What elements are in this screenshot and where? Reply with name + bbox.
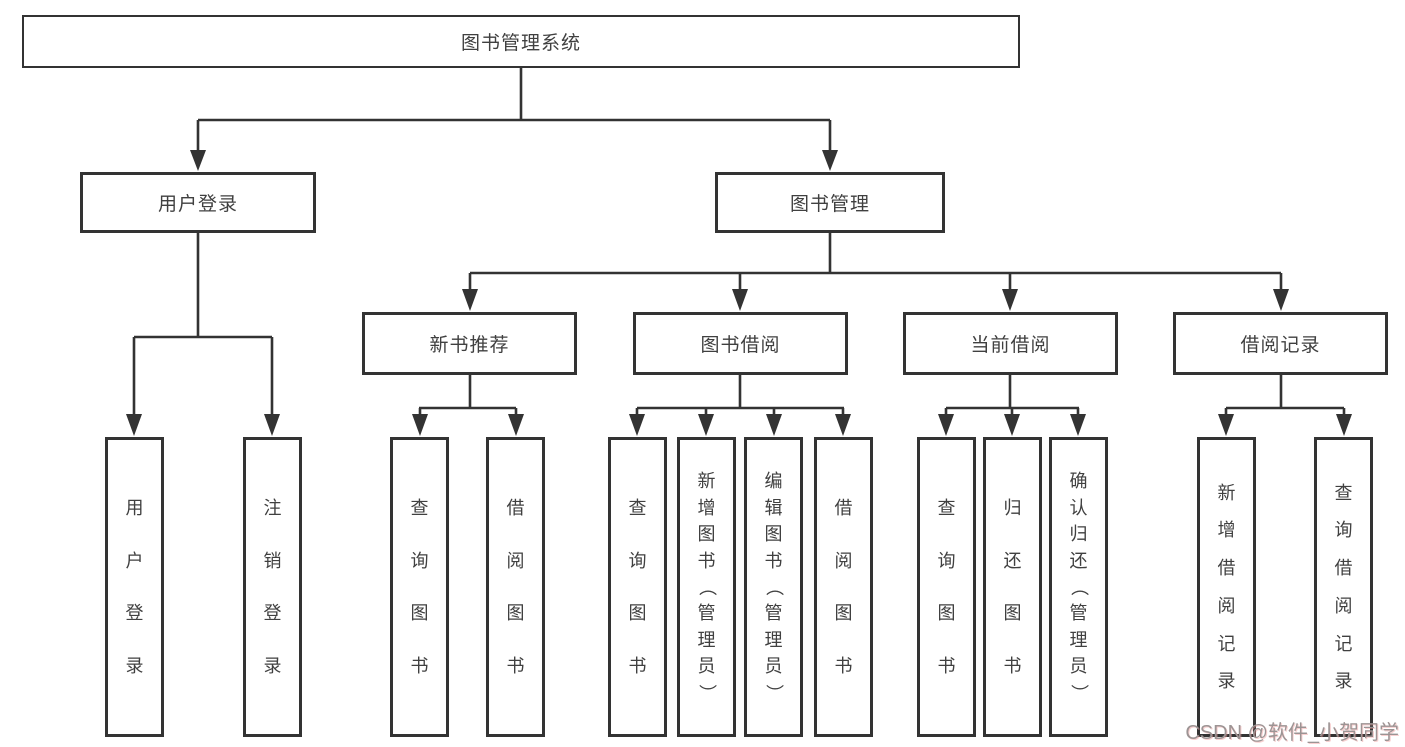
- node-borrowing-records-label: 借阅记录: [1240, 335, 1321, 356]
- leaf-confirm-return-admin-label: 确认归还（管理员）: [1068, 471, 1089, 702]
- leaf-borrow-books: 借阅图书: [814, 437, 873, 737]
- leaf-query-books-current: 查询图书: [917, 437, 976, 737]
- tree-edges: [132, 68, 1346, 417]
- node-book-borrowing-label: 图书借阅: [700, 335, 781, 356]
- node-current-borrowing: 当前借阅: [903, 312, 1118, 375]
- leaf-borrow-books-recommend-label: 借阅图书: [506, 497, 525, 677]
- node-new-book-recommend-label: 新书推荐: [429, 335, 510, 356]
- leaf-borrow-books-label: 借阅图书: [834, 497, 853, 677]
- leaf-query-books-current-label: 查询图书: [937, 497, 956, 677]
- leaf-query-books-borrowing: 查询图书: [608, 437, 667, 737]
- node-borrowing-records: 借阅记录: [1173, 312, 1388, 375]
- csdn-watermark: CSDN @软件_小贺同学: [1185, 722, 1399, 744]
- leaf-add-borrow-record: 新增借阅记录: [1197, 437, 1256, 737]
- leaf-add-borrow-record-label: 新增借阅记录: [1217, 482, 1236, 692]
- leaf-borrow-books-recommend: 借阅图书: [486, 437, 545, 737]
- node-library-management-system-label: 图书管理系统: [460, 33, 581, 54]
- leaf-query-books-recommend-label: 查询图书: [410, 497, 429, 677]
- node-book-management-label: 图书管理: [789, 194, 870, 215]
- node-current-borrowing-label: 当前借阅: [970, 335, 1051, 356]
- leaf-query-books-borrowing-label: 查询图书: [628, 497, 647, 677]
- leaf-logout-label: 注销登录: [263, 497, 282, 677]
- leaf-edit-books-admin-label: 编辑图书（管理员）: [763, 471, 784, 702]
- leaf-query-borrow-record-label: 查询借阅记录: [1334, 482, 1353, 692]
- leaf-query-borrow-record: 查询借阅记录: [1314, 437, 1373, 737]
- arrowheads: [126, 150, 1352, 436]
- node-user-login-label: 用户登录: [157, 194, 238, 215]
- leaf-return-books: 归还图书: [983, 437, 1042, 737]
- leaf-return-books-label: 归还图书: [1003, 497, 1022, 677]
- leaf-user-login-label: 用户登录: [125, 497, 144, 677]
- leaf-logout: 注销登录: [243, 437, 302, 737]
- leaf-edit-books-admin: 编辑图书（管理员）: [744, 437, 803, 737]
- node-book-borrowing: 图书借阅: [633, 312, 848, 375]
- leaf-add-books-admin-label: 新增图书（管理员）: [696, 471, 717, 702]
- leaf-add-books-admin: 新增图书（管理员）: [677, 437, 736, 737]
- node-book-management: 图书管理: [715, 172, 945, 233]
- node-new-book-recommend: 新书推荐: [362, 312, 577, 375]
- leaf-user-login: 用户登录: [105, 437, 164, 737]
- leaf-query-books-recommend: 查询图书: [390, 437, 449, 737]
- node-user-login: 用户登录: [80, 172, 316, 233]
- leaf-confirm-return-admin: 确认归还（管理员）: [1049, 437, 1108, 737]
- node-library-management-system: 图书管理系统: [22, 15, 1020, 68]
